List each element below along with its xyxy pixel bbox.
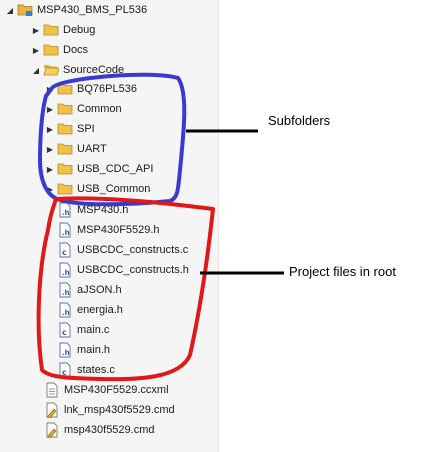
svg-text:.h: .h — [62, 269, 70, 277]
tree-item-label: UART — [77, 143, 107, 155]
tree-item-file[interactable]: MSP430F5529.ccxml — [44, 380, 169, 400]
project-explorer-tree: ◢ MSP430_BMS_PL536 ▶ Debug ▶ Docs ◢ Sour… — [4, 0, 219, 452]
svg-text:.h: .h — [62, 229, 70, 237]
tree-item-project[interactable]: ◢ MSP430_BMS_PL536 — [4, 0, 147, 20]
c-file-icon: c — [57, 322, 73, 338]
tree-item-label: USBCDC_constructs.h — [77, 264, 189, 276]
project-files-annotation-label: Project files in root — [289, 264, 396, 279]
header-file-icon: .h — [57, 302, 73, 318]
tree-item-subfolder[interactable]: ▶ USB_CDC_API — [44, 159, 154, 179]
collapsed-arrow-icon[interactable]: ▶ — [46, 124, 54, 134]
c-file-icon: c — [57, 242, 73, 258]
collapsed-arrow-icon[interactable]: ▶ — [46, 84, 54, 94]
tree-item-subfolder[interactable]: ▶ UART — [44, 139, 107, 159]
tree-item-file[interactable]: .h aJSON.h — [57, 280, 122, 300]
tree-item-debug[interactable]: ▶ Debug — [30, 20, 96, 40]
collapsed-arrow-icon[interactable]: ▶ — [46, 104, 54, 114]
cmd-file-icon — [44, 422, 60, 438]
tree-item-subfolder[interactable]: ▶ USB_Common — [44, 179, 150, 199]
folder-icon — [57, 121, 73, 137]
tree-item-label: MSP430_BMS_PL536 — [37, 4, 148, 16]
collapsed-arrow-icon[interactable]: ▶ — [32, 45, 40, 55]
tree-item-sourcecode[interactable]: ◢ SourceCode — [30, 60, 124, 80]
tree-item-label: SPI — [77, 123, 95, 135]
folder-icon — [57, 101, 73, 117]
tree-item-docs[interactable]: ▶ Docs — [30, 40, 88, 60]
tree-item-label: msp430f5529.cmd — [64, 424, 155, 436]
collapsed-arrow-icon[interactable]: ▶ — [46, 164, 54, 174]
tree-item-file[interactable]: c main.c — [57, 320, 109, 340]
tree-item-label: MSP430F5529.h — [77, 224, 160, 236]
folder-icon — [43, 42, 59, 58]
tree-item-label: USB_Common — [77, 183, 151, 195]
tree-item-label: MSP430F5529.ccxml — [64, 384, 169, 396]
c-file-icon: c — [57, 362, 73, 378]
tree-item-label: Docs — [63, 44, 89, 56]
tree-item-label: main.h — [77, 344, 111, 356]
header-file-icon: .h — [57, 342, 73, 358]
tree-item-label: main.c — [77, 324, 110, 336]
tree-item-label: lnk_msp430f5529.cmd — [64, 404, 175, 416]
tree-item-label: USBCDC_constructs.c — [77, 244, 189, 256]
header-file-icon: .h — [57, 282, 73, 298]
subfolders-annotation-label: Subfolders — [268, 113, 331, 128]
tree-item-label: aJSON.h — [77, 284, 122, 296]
collapsed-arrow-icon[interactable]: ▶ — [32, 25, 40, 35]
tree-item-file[interactable]: .h main.h — [57, 340, 110, 360]
expanded-arrow-icon[interactable]: ◢ — [32, 65, 40, 75]
tree-item-label: energia.h — [77, 304, 123, 316]
tree-item-label: BQ76PL536 — [77, 83, 137, 95]
header-file-icon: .h — [57, 222, 73, 238]
svg-text:.h: .h — [62, 209, 70, 217]
tree-item-label: states.c — [77, 364, 115, 376]
tree-item-subfolder[interactable]: ▶ BQ76PL536 — [44, 79, 137, 99]
folder-icon — [57, 141, 73, 157]
tree-item-file[interactable]: .h MSP430F5529.h — [57, 220, 160, 240]
svg-text:c: c — [62, 328, 67, 337]
tree-item-subfolder[interactable]: ▶ SPI — [44, 119, 95, 139]
collapsed-arrow-icon[interactable]: ▶ — [46, 184, 54, 194]
tree-item-file[interactable]: .h USBCDC_constructs.h — [57, 260, 189, 280]
tree-item-file[interactable]: .h MSP430.h — [57, 200, 128, 220]
tree-item-file[interactable]: c USBCDC_constructs.c — [57, 240, 188, 260]
project-folder-icon — [17, 2, 33, 18]
tree-item-label: Common — [77, 103, 122, 115]
header-file-icon: .h — [57, 262, 73, 278]
svg-text:.h: .h — [62, 349, 70, 357]
folder-icon — [57, 81, 73, 97]
header-file-icon: .h — [57, 202, 73, 218]
tree-item-subfolder[interactable]: ▶ Common — [44, 99, 122, 119]
tree-item-file[interactable]: c states.c — [57, 360, 115, 380]
svg-text:c: c — [62, 248, 67, 257]
collapsed-arrow-icon[interactable]: ▶ — [46, 144, 54, 154]
tree-item-label: USB_CDC_API — [77, 163, 154, 175]
expanded-arrow-icon[interactable]: ◢ — [6, 5, 14, 15]
svg-text:.h: .h — [62, 309, 70, 317]
tree-item-label: SourceCode — [63, 64, 125, 76]
tree-item-file[interactable]: .h energia.h — [57, 300, 123, 320]
open-folder-icon — [43, 62, 59, 78]
tree-item-label: MSP430.h — [77, 204, 129, 216]
tree-item-label: Debug — [63, 24, 96, 36]
svg-text:.h: .h — [62, 289, 70, 297]
svg-text:c: c — [62, 368, 67, 377]
folder-icon — [57, 161, 73, 177]
folder-icon — [43, 22, 59, 38]
tree-item-file[interactable]: lnk_msp430f5529.cmd — [44, 400, 175, 420]
cmd-file-icon — [44, 402, 60, 418]
folder-icon — [57, 181, 73, 197]
ccxml-file-icon — [44, 382, 60, 398]
tree-item-file[interactable]: msp430f5529.cmd — [44, 420, 155, 440]
